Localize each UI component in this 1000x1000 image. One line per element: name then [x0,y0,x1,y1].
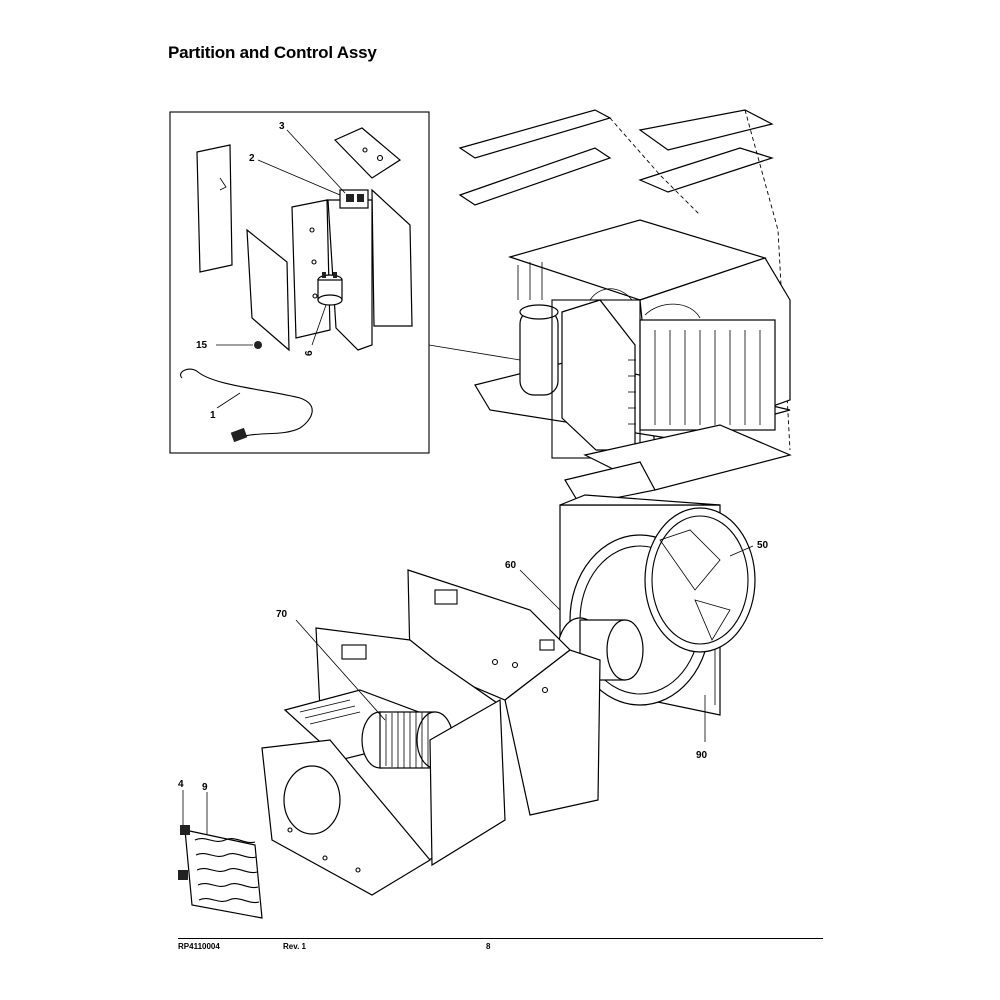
footer-page-number: 8 [486,942,491,951]
partition-right-panel [371,188,413,327]
heater-element [178,825,263,919]
callout-3: 3 [279,121,285,132]
footer-revision: Rev. 1 [283,942,306,951]
callout-70: 70 [276,609,288,620]
evaporator-side-plate [429,698,506,867]
partition-bulkhead [407,569,601,816]
callout-4: 4 [178,779,184,790]
rotary-switch [339,189,369,209]
callout-1: 1 [210,410,216,421]
blower-wheel [361,711,454,769]
page-title: Partition and Control Assy [168,43,377,62]
blower-orifice-plate [261,739,431,896]
callout-9: 9 [202,782,208,793]
footer-doc-number: RP4110004 [178,942,220,951]
callout-90: 90 [696,750,708,761]
callout-2: 2 [249,153,255,164]
base-tray-lower [564,461,656,506]
air-conditioner-chassis [474,219,791,459]
callout-6: 6 [304,350,315,356]
partition-side-panel [246,228,290,352]
callout-50: 50 [757,540,769,551]
callout-60: 60 [505,560,517,571]
inset-detail-frame [169,111,430,454]
power-plug [230,427,248,443]
page-footer: RP4110004 Rev. 1 8 [178,938,823,951]
top-cover-panels [458,109,774,206]
callout-15: 15 [196,340,208,351]
grommet [254,341,262,349]
capacitor [317,272,343,306]
control-mounting-plate [291,199,331,339]
control-box-cover [333,127,402,179]
power-cord [180,368,313,437]
condenser-fan [644,507,756,653]
partition-panel-left [196,144,233,273]
